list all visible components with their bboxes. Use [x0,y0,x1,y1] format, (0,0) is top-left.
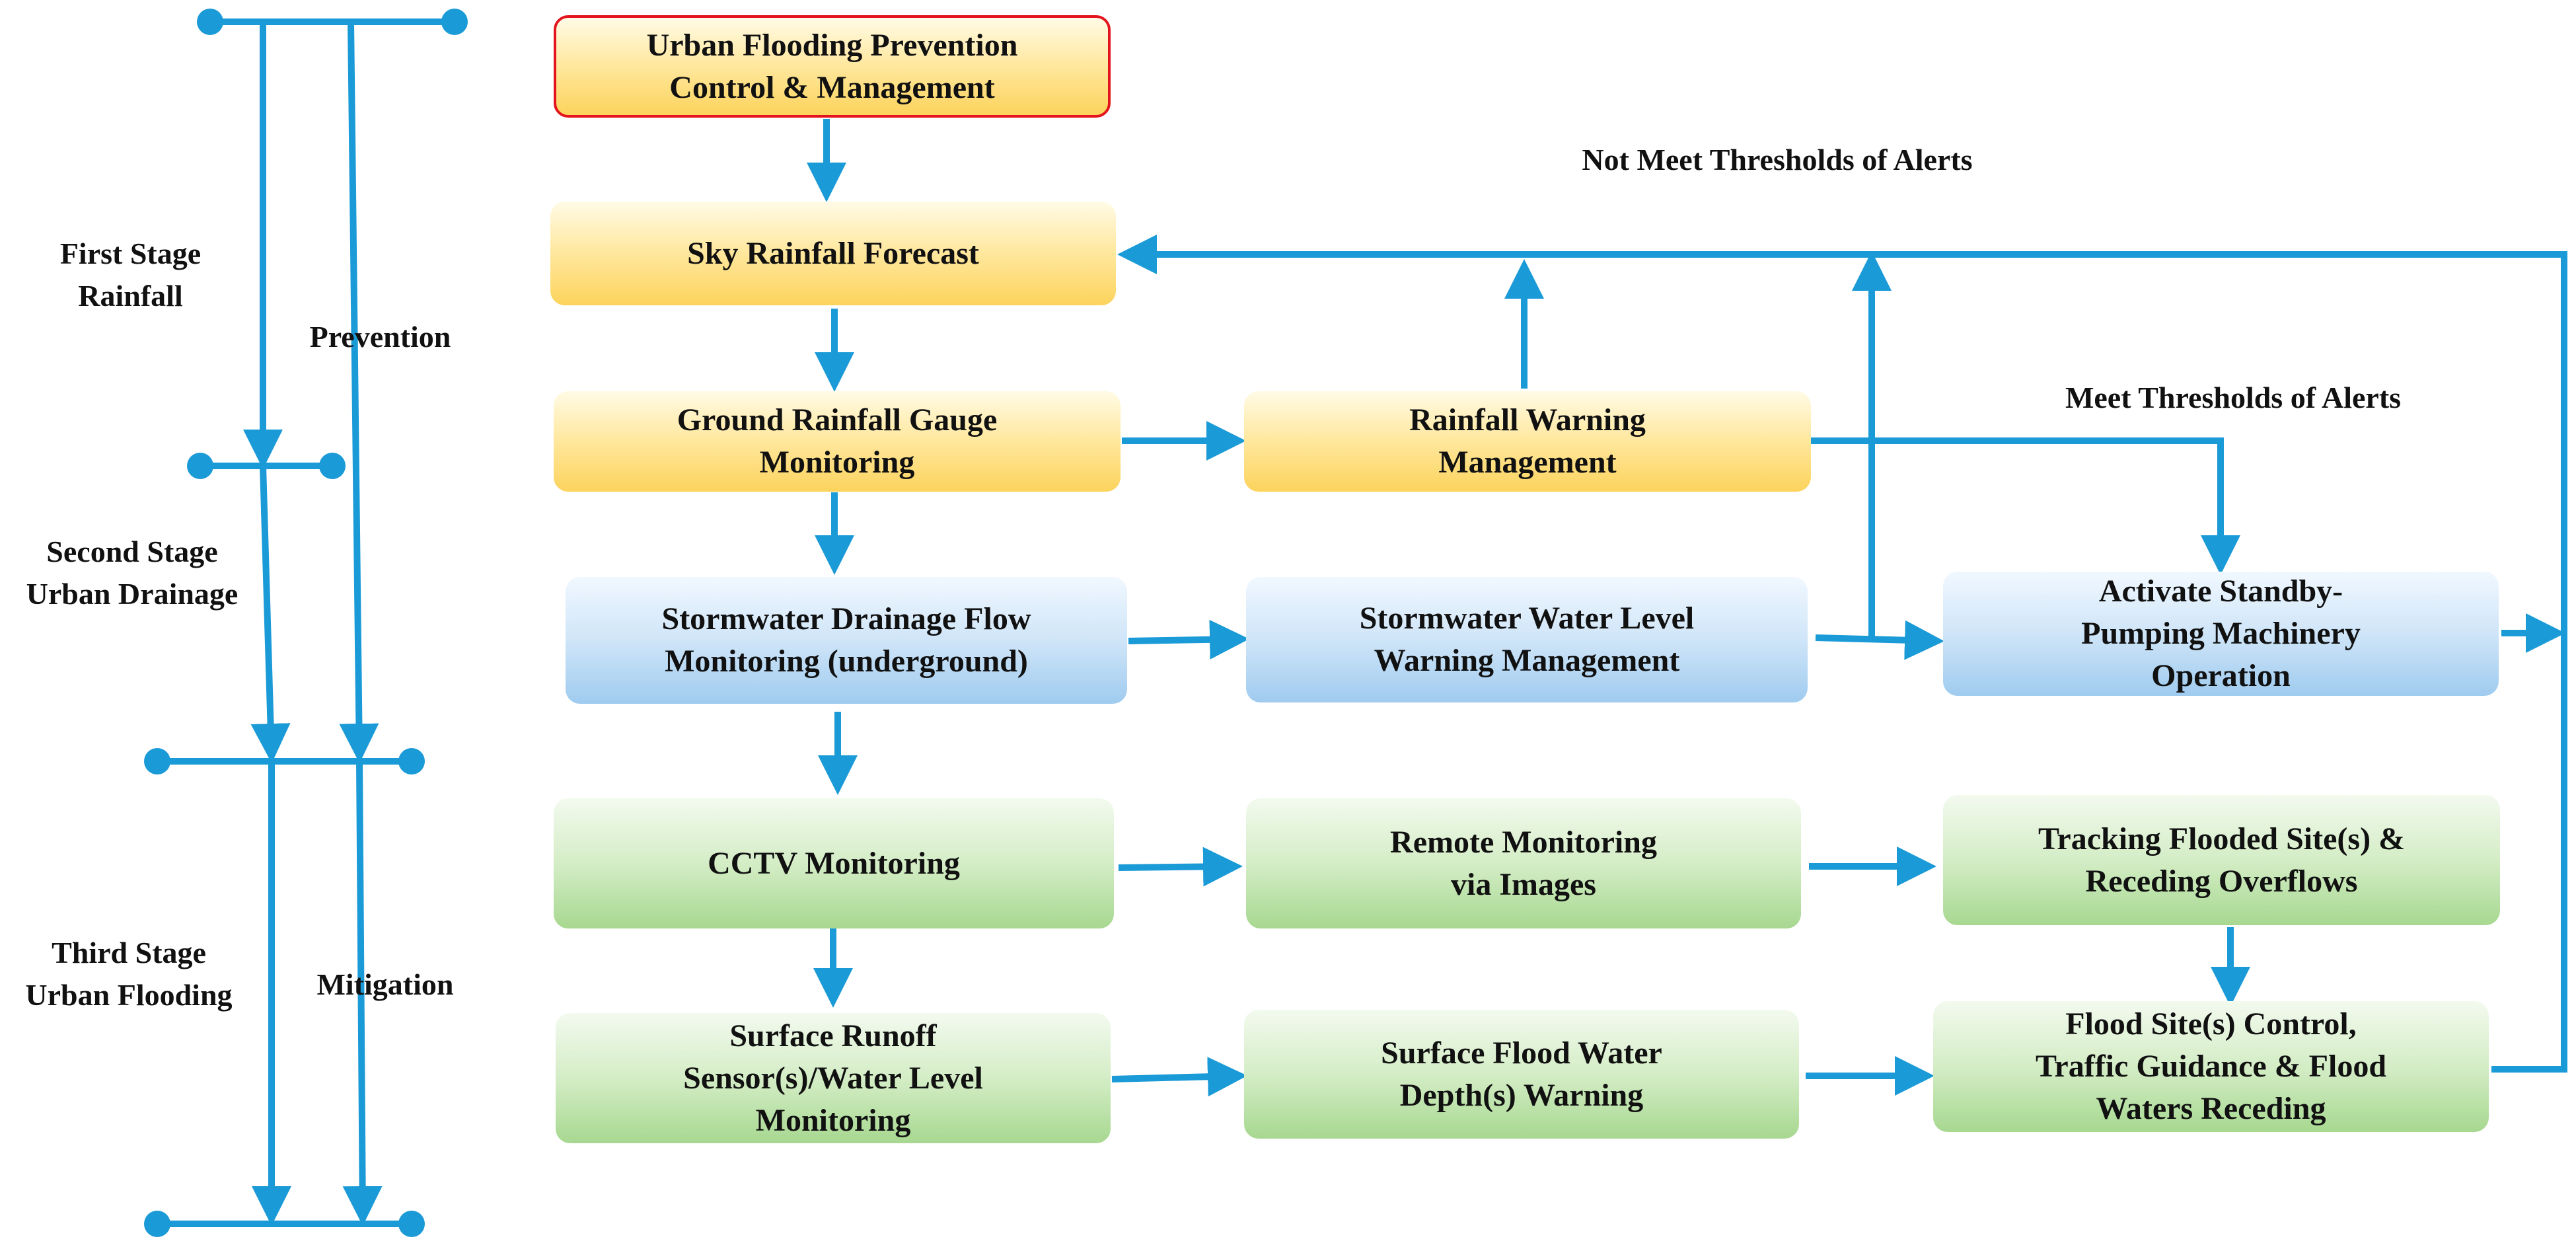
stage-label-third: Third Stage Urban Flooding [25,936,233,1012]
box-flood-site-control: Flood Site(s) Control, Traffic Guidance … [1933,1001,2489,1132]
timeline-dot [187,453,213,479]
phase-arrow-mitigation [342,761,383,1226]
box-sky-rainfall-forecast: Sky Rainfall Forecast [550,202,1116,305]
box-stormwater-drainage-flow: Stormwater Drainage Flow Monitoring (und… [566,577,1127,704]
not-meet-thresholds-label: Not Meet Thresholds of Alerts [1582,143,1973,176]
timeline-dot [441,9,468,35]
title-box-urban-flooding: Urban Flooding Prevention Control & Mana… [554,15,1111,118]
phase-label-prevention: Prevention [309,320,451,354]
meet-thresholds-label: Meet Thresholds of Alerts [2065,381,2402,414]
timeline-dot [398,748,425,775]
phase-arrow-prevention [339,21,379,763]
box-tracking-flooded-sites: Tracking Flooded Site(s) & Receding Over… [1943,795,2500,925]
arrow-cctv-to-remote [1118,847,1243,887]
timeline-dot [319,453,346,479]
timeline-dot [144,1211,170,1237]
arrow-feedback-loop [1117,235,2567,1073]
timeline-dot [144,748,170,775]
box-surface-flood-depth: Surface Flood Water Depth(s) Warning [1244,1010,1799,1139]
stage-label-second: Second Stage Urban Drainage [26,535,239,611]
phase-label-mitigation: Mitigation [316,967,454,1001]
timeline-dot [197,9,223,35]
box-ground-rainfall-gauge: Ground Rainfall Gauge Monitoring [554,391,1121,492]
arrow-level-to-pumping [1815,620,1944,660]
box-standby-pumping: Activate Standby- Pumping Machinery Oper… [1943,572,2499,696]
stage-arrow-drainage [250,465,291,763]
arrow-warning-to-pumping [1809,437,2240,575]
stage-label-first: First Stage Rainfall [59,237,202,313]
box-surface-runoff: Surface Runoff Sensor(s)/Water Level Mon… [556,1013,1111,1143]
arrow-stormflow-to-level [1128,619,1249,660]
box-cctv-monitoring: CCTV Monitoring [554,798,1114,928]
box-stormwater-level-warning: Stormwater Water Level Warning Managemen… [1246,577,1808,702]
timeline-dot [398,1211,425,1237]
box-rainfall-warning: Rainfall Warning Management [1244,391,1811,492]
box-remote-monitoring: Remote Monitoring via Images [1246,798,1801,928]
arrow-runoff-to-depth [1111,1057,1247,1097]
